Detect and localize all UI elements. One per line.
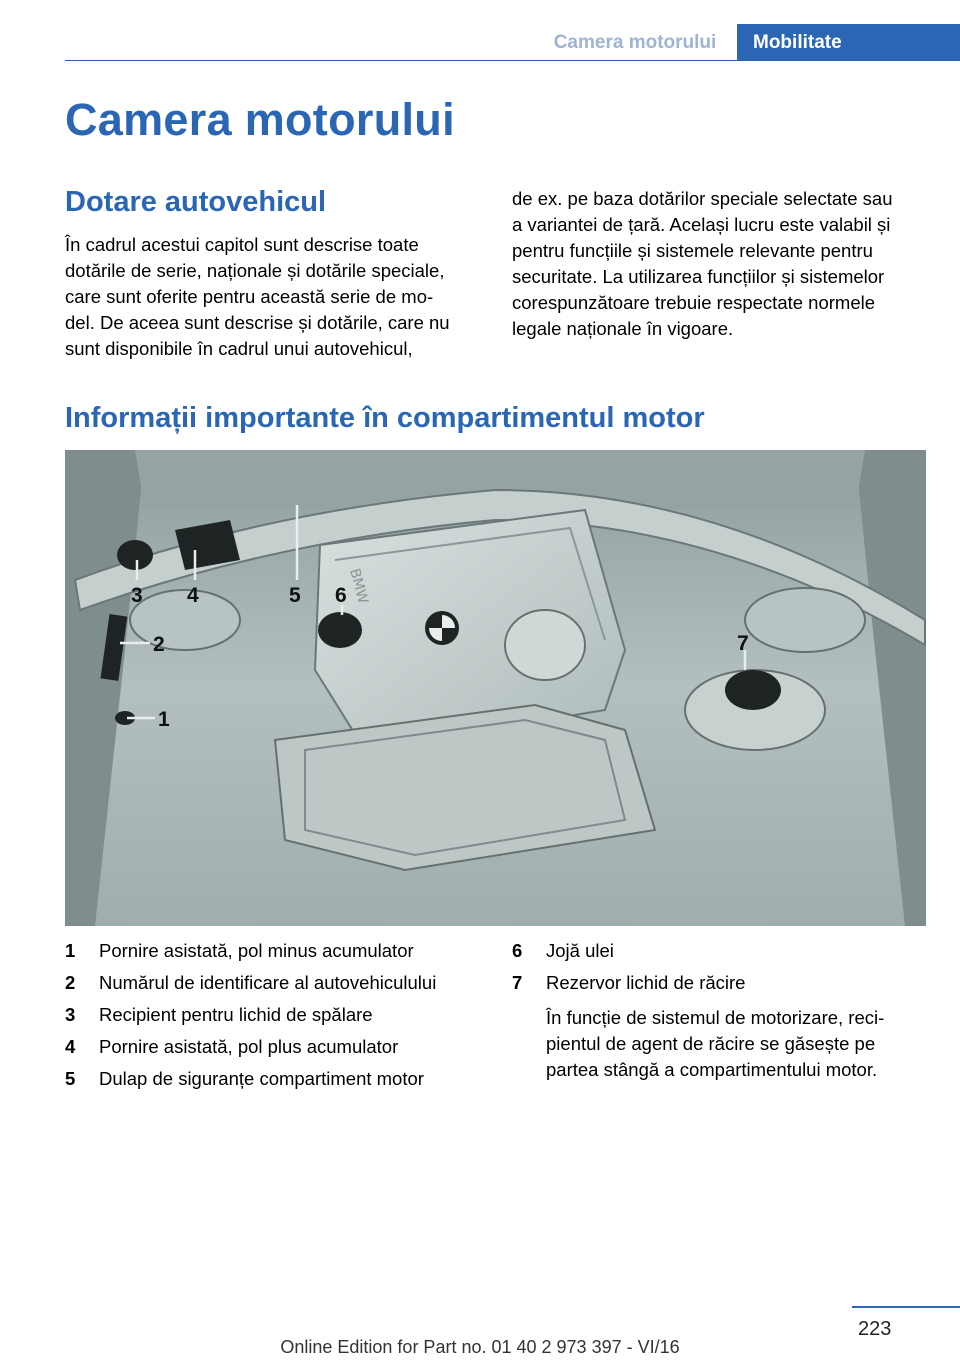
page-number: 223 <box>858 1318 892 1340</box>
legend-item: 3 Recipient pentru lichid de spălare <box>65 999 495 1031</box>
legend-num: 4 <box>65 1036 76 1057</box>
text-line: pientul de agent de răcire se găsește pe <box>546 1033 876 1054</box>
legend-num: 1 <box>65 940 76 961</box>
equipment-heading: Dotare autovehicul <box>65 186 327 218</box>
header-section-tab[interactable]: Camera motorului <box>553 32 717 53</box>
text-line: corespunzătoare trebuie respectate norme… <box>512 292 876 313</box>
legend-num: 5 <box>65 1068 76 1089</box>
legend-right: 6 Jojă ulei 7 Rezervor lichid de răcire În… <box>512 935 932 1083</box>
legend-text: Rezervor lichid de răcire <box>546 972 746 993</box>
legend-text: Numărul de identificare al autovehiculul… <box>99 972 437 993</box>
text-line: del. De aceea sunt descrise și dotările,… <box>65 312 450 333</box>
header-rule <box>65 60 960 61</box>
text-line: pentru funcțiile și sistemele relevante … <box>512 240 873 261</box>
engine-info-heading: Informații importante în compartimentul … <box>65 402 705 434</box>
callout-4: 4 <box>187 584 199 607</box>
callout-5: 5 <box>289 584 301 607</box>
text-line: a variantei de țară. Același lucru este … <box>512 214 891 235</box>
footer-edition: Online Edition for Part no. 01 40 2 973 … <box>280 1337 680 1357</box>
legend-text: Recipient pentru lichid de spălare <box>99 1004 373 1025</box>
engine-compartment-illustration: BMW 1 2 3 4 <box>65 450 926 926</box>
text-line: care sunt oferite pentru această serie d… <box>65 286 434 307</box>
legend-note: În funcție de sistemul de motorizare, re… <box>512 1005 932 1083</box>
callout-3: 3 <box>131 584 143 607</box>
legend-num: 6 <box>512 940 523 961</box>
text-line: legale naționale în vigoare. <box>512 318 734 339</box>
text-line: de ex. pe baza dotărilor speciale select… <box>512 188 893 209</box>
header-chapter-tab[interactable]: Mobilitate <box>737 24 960 61</box>
legend-num: 7 <box>512 972 523 993</box>
legend-num: 3 <box>65 1004 76 1025</box>
text-line: În cadrul acestui capitol sunt descrise … <box>65 234 419 255</box>
text-line: sunt disponibile în cadrul unui autovehi… <box>65 338 413 359</box>
text-line: partea stângă a compartimentului motor. <box>546 1059 878 1080</box>
legend-item: 6 Jojă ulei <box>512 935 932 967</box>
legend-text: Jojă ulei <box>546 940 614 961</box>
page-number-rule <box>852 1306 960 1308</box>
callout-2: 2 <box>153 633 165 656</box>
legend-item: 4 Pornire asistată, pol plus acumulator <box>65 1031 495 1063</box>
engine-compartment-figure: BMW 1 2 3 4 <box>65 450 926 926</box>
text-line: În funcție de sistemul de motorizare, re… <box>546 1007 885 1028</box>
legend-text: Pornire asistată, pol minus acumulator <box>99 940 414 961</box>
legend-item: 1 Pornire asistată, pol minus acumulator <box>65 935 495 967</box>
page-title: Camera motorului <box>65 94 455 145</box>
legend-item: 5 Dulap de siguranțe compartiment motor <box>65 1063 495 1095</box>
legend-text: Dulap de siguranțe compartiment motor <box>99 1068 424 1089</box>
callout-1: 1 <box>158 708 170 731</box>
text-line: securitate. La utilizarea funcțiilor și … <box>512 266 885 287</box>
equipment-text-right: de ex. pe baza dotărilor speciale select… <box>512 186 932 342</box>
callout-6: 6 <box>335 584 347 607</box>
text-line: dotările de serie, naționale și dotările… <box>65 260 445 281</box>
legend-item: 7 Rezervor lichid de răcire <box>512 967 932 999</box>
legend-num: 2 <box>65 972 76 993</box>
legend-text: Pornire asistată, pol plus acumulator <box>99 1036 399 1057</box>
callout-7: 7 <box>737 632 749 655</box>
equipment-text-left: În cadrul acestui capitol sunt descrise … <box>65 232 485 362</box>
legend-item: 2 Numărul de identificare al autovehiculu… <box>65 967 495 999</box>
